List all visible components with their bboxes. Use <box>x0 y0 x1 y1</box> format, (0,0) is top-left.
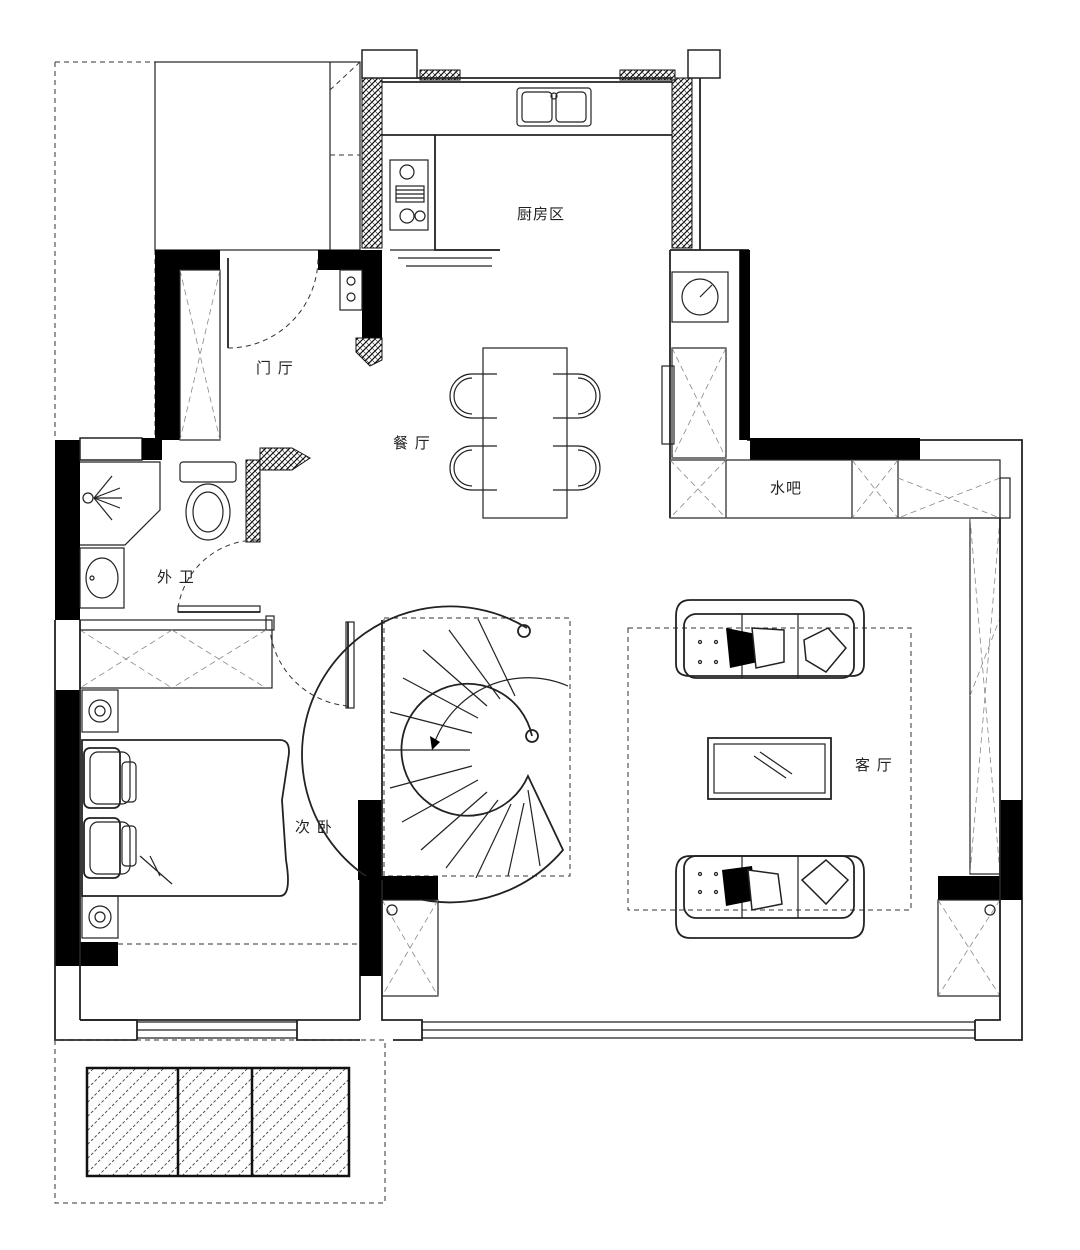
room-label-living: 客 厅 <box>855 756 893 774</box>
sofa-icon <box>675 599 865 679</box>
bathroom-basin-icon <box>79 547 125 609</box>
shower-icon <box>82 475 122 521</box>
room-label-second-bedroom: 次 卧 <box>295 818 333 836</box>
room-label-kitchen: 厨房区 <box>517 205 565 223</box>
water-bar-area: 水吧 <box>661 249 1023 1041</box>
dining-chair-icon <box>553 373 601 419</box>
balcony-area <box>54 1039 386 1204</box>
room-label-foyer: 门 厅 <box>256 359 294 377</box>
dining-chair-icon <box>553 445 601 491</box>
foyer-area: 门 厅 <box>155 250 383 441</box>
living-room-area: 客 厅 <box>627 477 1022 939</box>
nightstand-lamp-icon <box>81 895 119 939</box>
dining-chair-icon <box>449 373 497 419</box>
wash-basin-icon <box>671 271 729 323</box>
room-label-water-bar: 水吧 <box>770 479 802 497</box>
second-bedroom-area: 次 卧 <box>55 615 383 1021</box>
kitchen-area: 厨房区 <box>361 49 721 267</box>
stove-icon <box>389 159 429 231</box>
double-bed-icon <box>81 739 290 897</box>
sofa-icon <box>675 855 865 939</box>
spiral-staircase <box>301 605 571 904</box>
room-label-guest-bath: 外 卫 <box>157 568 195 586</box>
dining-area: 餐 厅 <box>393 347 601 519</box>
dining-chair-icon <box>449 445 497 491</box>
kitchen-sink-icon <box>516 87 592 127</box>
lower-walls <box>54 518 1022 1041</box>
guest-bath-area: 外 卫 <box>55 437 311 620</box>
skylight-icon <box>85 1066 351 1178</box>
coffee-table-icon <box>707 737 832 800</box>
toilet-icon <box>179 461 237 541</box>
room-label-dining: 餐 厅 <box>393 434 431 452</box>
nightstand-lamp-icon <box>81 689 119 733</box>
